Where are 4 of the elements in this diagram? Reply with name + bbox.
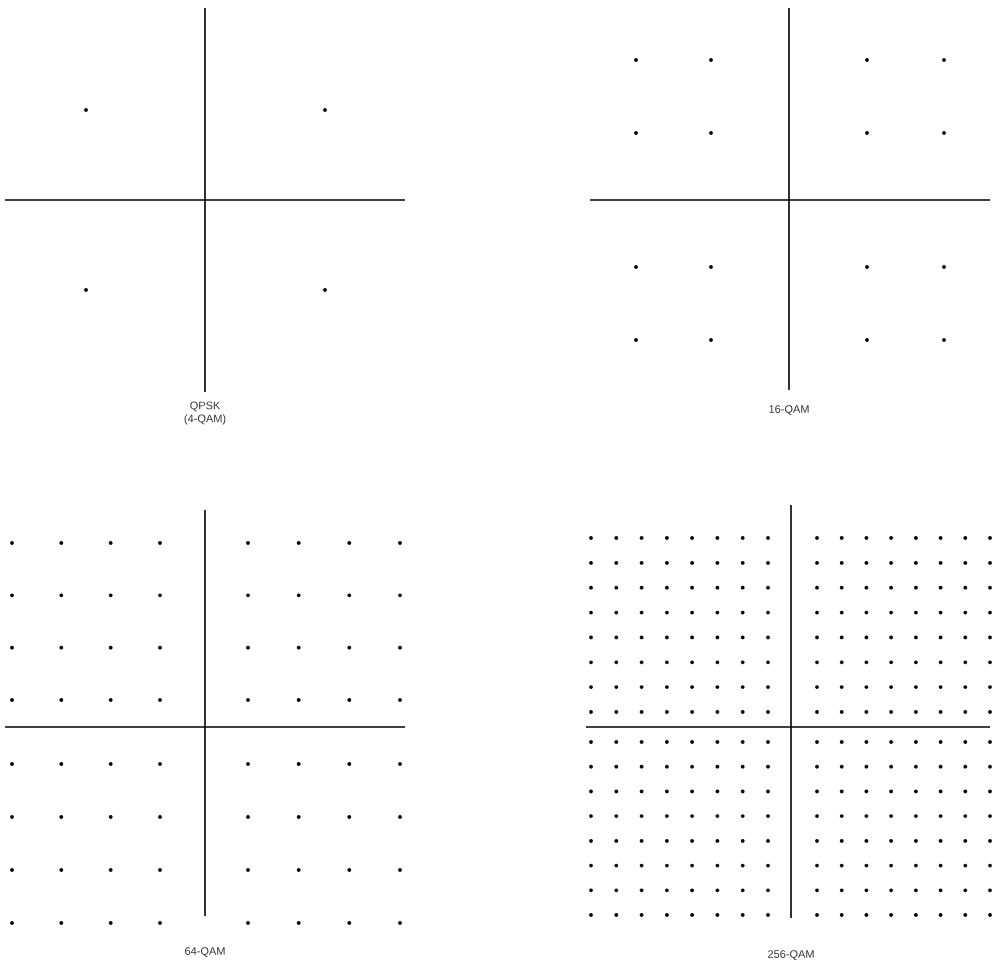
constellation-label: 16-QAM: [769, 405, 809, 415]
constellation-label: QPSK (4-QAM): [184, 401, 226, 425]
constellation-label: 64-QAM: [185, 947, 225, 957]
constellation-label: 256-QAM: [768, 950, 814, 960]
